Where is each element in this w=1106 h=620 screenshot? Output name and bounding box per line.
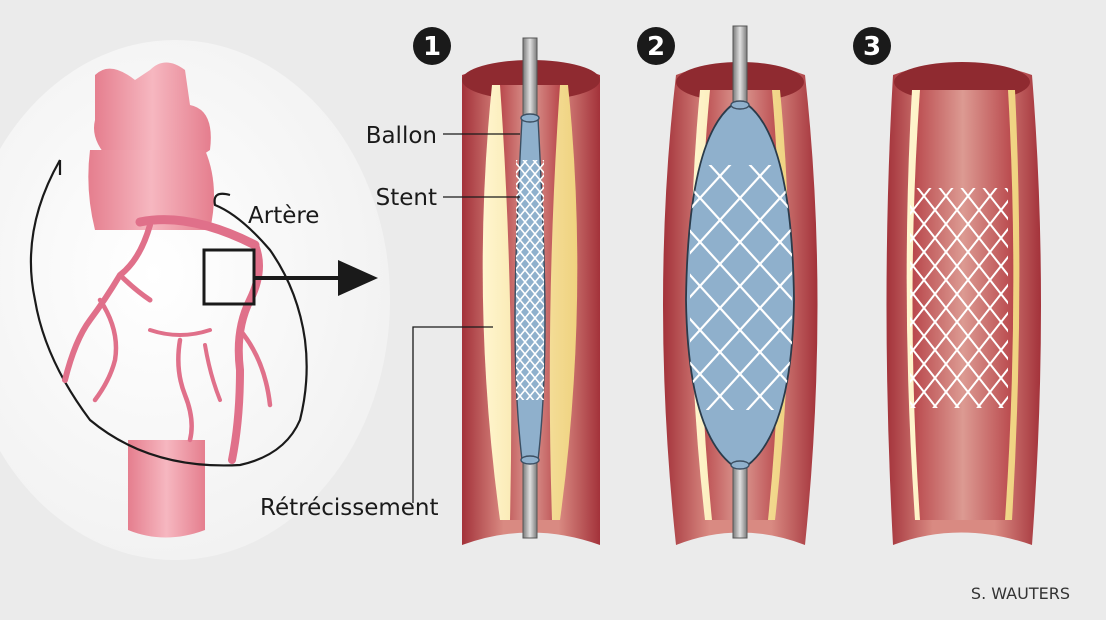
step-3-badge (853, 27, 891, 65)
heart-outline (29, 159, 308, 467)
balloon-label: Ballon (366, 123, 437, 149)
stent-expanding (690, 165, 792, 410)
step-1-number: 1 (423, 32, 441, 62)
step-1-panel: 1 Ballon Stent Rétrécissement (260, 27, 600, 545)
step-3-number: 3 (863, 32, 881, 62)
aorta-root (88, 150, 214, 230)
step-2-badge (637, 27, 675, 65)
aortic-arch (94, 62, 211, 165)
stent-deployed (910, 188, 1008, 408)
step-1-badge (413, 27, 451, 65)
author-credit: S. WAUTERS (971, 584, 1070, 603)
heart-illustration: Artère (0, 40, 390, 560)
stent-label: Stent (376, 185, 437, 211)
step-3-panel: 3 (853, 27, 1041, 545)
artery-label: Artère (248, 203, 319, 229)
step-2-number: 2 (647, 32, 665, 62)
zoom-arrow-head (338, 260, 378, 296)
stent-crimped (516, 160, 544, 400)
narrowing-label: Rétrécissement (260, 495, 439, 521)
step-2-panel: 2 (637, 25, 818, 545)
coronary-arteries (62, 215, 273, 464)
descending-aorta (128, 440, 205, 538)
